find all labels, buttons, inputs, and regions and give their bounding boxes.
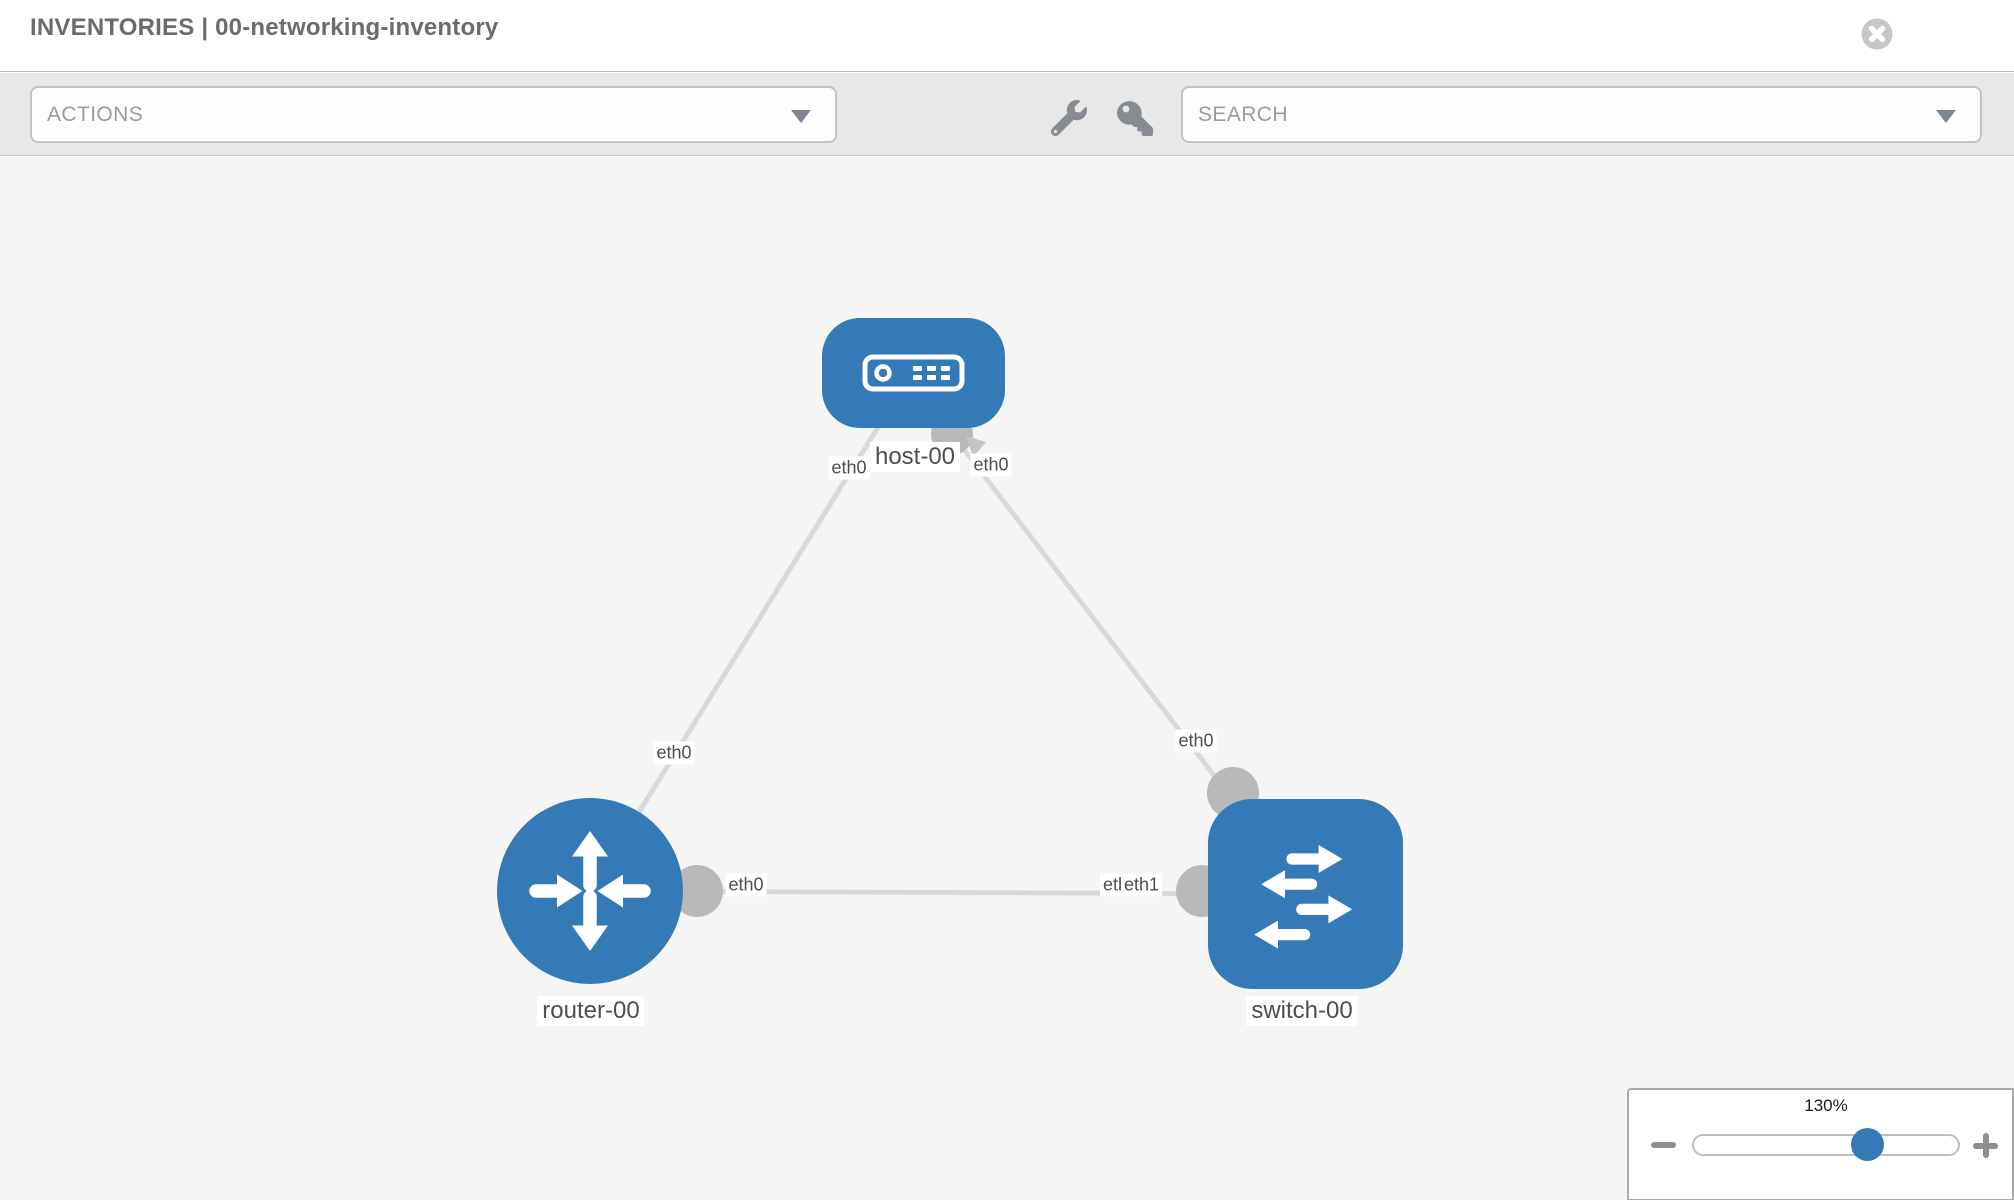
link-arrowhead [966, 436, 986, 457]
search-dropdown[interactable]: SEARCH [1181, 86, 1982, 143]
server-icon [862, 354, 965, 392]
zoom-slider-track[interactable] [1692, 1128, 1960, 1161]
node-label-host: host-00 [869, 442, 961, 472]
node-router-00[interactable] [497, 798, 683, 984]
topology-edges-layer [587, 369, 1307, 917]
node-label-switch: switch-00 [1246, 996, 1358, 1026]
search-dropdown-label: SEARCH [1198, 102, 1288, 126]
zoom-percent-label: 130% [1804, 1096, 1848, 1115]
actions-dropdown-label: ACTIONS [47, 102, 144, 126]
zoom-slider-thumb[interactable] [1851, 1128, 1884, 1161]
topology-canvas[interactable]: host-00 router-00 switch-00 eth0 eth0 et… [0, 157, 2014, 1200]
actions-dropdown[interactable]: ACTIONS [30, 86, 837, 143]
interface-label-switch-left-front: eth1 [1121, 873, 1163, 897]
wrench-icon[interactable] [1050, 100, 1087, 137]
chevron-down-icon [791, 109, 811, 123]
close-icon[interactable] [1861, 18, 1893, 50]
zoom-control-panel: 130% [1627, 1088, 2014, 1200]
router-icon [529, 831, 651, 951]
key-icon[interactable] [1117, 100, 1153, 136]
zoom-out-minus-icon[interactable] [1651, 1142, 1676, 1148]
node-label-router: router-00 [537, 996, 645, 1026]
page-title: INVENTORIES | 00-networking-inventory [30, 14, 499, 41]
interface-label-router-top: eth0 [653, 741, 695, 765]
node-switch-00[interactable] [1208, 799, 1403, 989]
chevron-down-icon [1936, 109, 1956, 123]
interface-label-host-right: eth0 [970, 453, 1012, 477]
interface-label-host-left: eth0 [828, 456, 870, 480]
port-router-right[interactable] [671, 865, 723, 917]
switch-icon [1253, 845, 1352, 949]
zoom-in-plus-icon[interactable] [1973, 1133, 1998, 1158]
interface-label-switch-top: eth0 [1175, 729, 1217, 753]
node-host-00[interactable] [822, 318, 1005, 428]
header: INVENTORIES | 00-networking-inventory [0, 0, 2014, 72]
toolbar: ACTIONS SEARCH [0, 73, 2014, 156]
interface-label-router-right: eth0 [725, 873, 767, 897]
